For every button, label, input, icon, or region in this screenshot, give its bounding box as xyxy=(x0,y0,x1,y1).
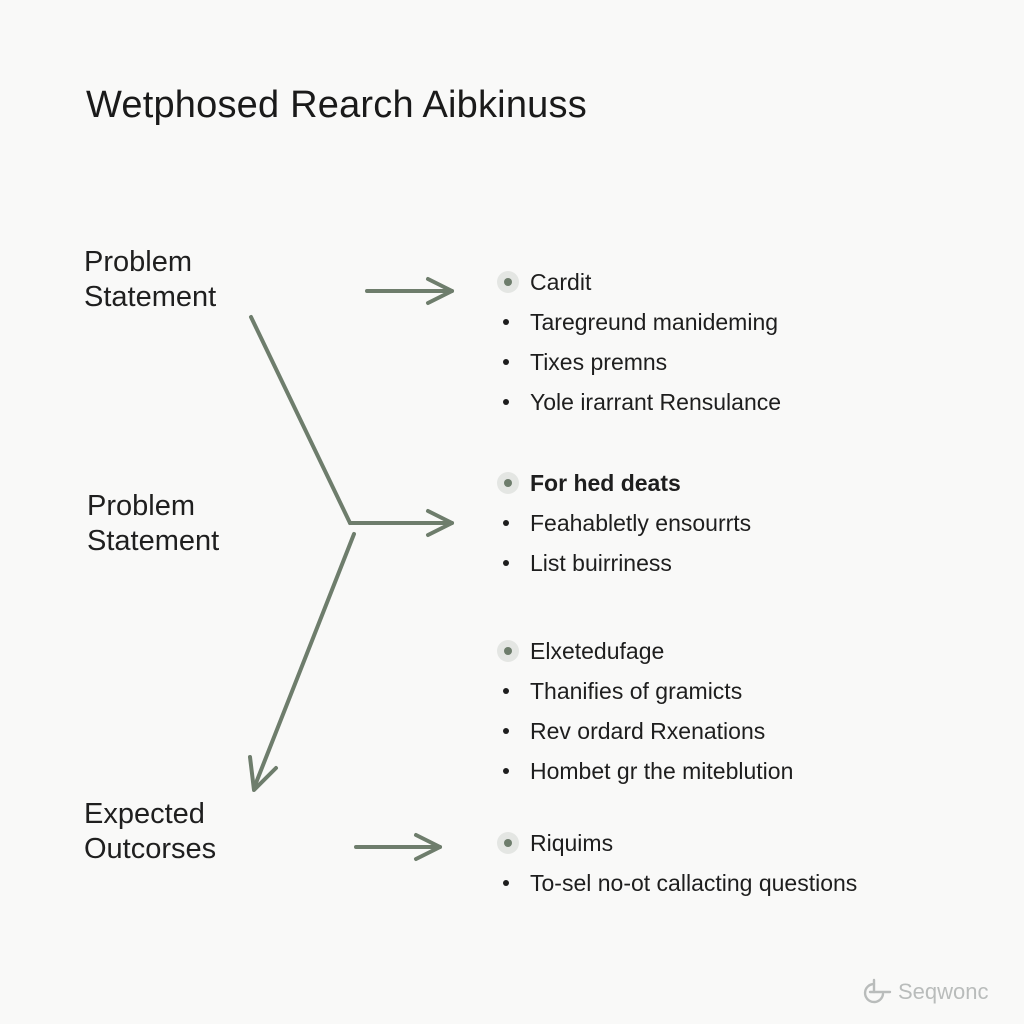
group-heading: Riquims xyxy=(496,823,996,863)
list-item: Feahabletly ensourrts xyxy=(496,503,996,543)
ring-dot-icon xyxy=(496,463,530,503)
list-item: Thanifies of gramicts xyxy=(496,671,996,711)
list-item-text: List buirriness xyxy=(530,549,672,576)
list-item: Hombet gr the miteblution xyxy=(496,751,996,791)
list-item-text: Hombet gr the miteblution xyxy=(530,757,794,784)
list-item: Yole irarrant Rensulance xyxy=(496,382,996,422)
watermark: Seqwonc xyxy=(860,978,989,1006)
bullet-icon xyxy=(496,342,530,382)
stage-label-line: Expected xyxy=(84,798,205,830)
ring-dot-icon xyxy=(496,262,530,302)
list-item-text: Taregreund manideming xyxy=(530,308,779,335)
ring-dot-icon xyxy=(496,631,530,671)
stage-label-line: Outcorses xyxy=(84,833,217,865)
stage-label-expected-outcomes: Expected Outcorses xyxy=(84,797,216,867)
group-heading: For hed deats xyxy=(496,463,996,503)
bullet-group-2: For hed deats Feahabletly ensourrts List… xyxy=(496,463,996,583)
arrow-head-1 xyxy=(426,277,454,305)
bullet-icon xyxy=(496,543,530,583)
diagram-title: Wetphosed Rearch Aibkinuss xyxy=(86,84,587,126)
stage-label-problem-statement-2: Problem Statement xyxy=(87,489,219,559)
bullet-icon xyxy=(496,863,530,903)
branch-arrow-head xyxy=(248,755,278,792)
arrow-head-2 xyxy=(426,509,454,537)
bullet-icon xyxy=(496,382,530,422)
bullet-group-1: Cardit Taregreund manideming Tixes premn… xyxy=(496,262,996,422)
stage-label-line: Statement xyxy=(84,281,217,313)
list-item-text: Thanifies of gramicts xyxy=(530,677,743,704)
stage-label-line: Problem xyxy=(84,246,192,278)
group-heading-text: Cardit xyxy=(530,268,592,295)
list-item-text: Tixes premns xyxy=(530,348,668,375)
bullet-icon xyxy=(496,751,530,791)
list-item: List buirriness xyxy=(496,543,996,583)
bullet-icon xyxy=(496,671,530,711)
branch-line-lower xyxy=(252,532,356,790)
group-heading-text: Riquims xyxy=(530,829,614,856)
stage-label-line: Statement xyxy=(87,525,220,557)
bullet-icon xyxy=(496,711,530,751)
list-item-text: Feahabletly ensourrts xyxy=(530,509,752,536)
logo-icon xyxy=(863,978,892,1004)
group-heading: Elxetedufage xyxy=(496,631,996,671)
stage-label-problem-statement-1: Problem Statement xyxy=(84,245,216,315)
list-item: To-sel no-ot callacting questions xyxy=(496,863,996,903)
stage-label-line: Problem xyxy=(87,490,195,522)
branch-line-upper xyxy=(249,315,352,525)
group-heading-text: For hed deats xyxy=(530,469,681,496)
bullet-icon xyxy=(496,503,530,543)
list-item: Taregreund manideming xyxy=(496,302,996,342)
ring-dot-icon xyxy=(496,823,530,863)
arrow-head-3 xyxy=(414,833,442,861)
watermark-text: Seqwonc xyxy=(898,979,989,1004)
list-item: Rev ordard Rxenations xyxy=(496,711,996,751)
group-heading-text: Elxetedufage xyxy=(530,637,665,664)
bullet-icon xyxy=(496,302,530,342)
list-item-text: Yole irarrant Rensulance xyxy=(530,388,782,415)
list-item-text: To-sel no-ot callacting questions xyxy=(530,869,858,896)
bullet-group-3: Elxetedufage Thanifies of gramicts Rev o… xyxy=(496,631,996,791)
group-heading: Cardit xyxy=(496,262,996,302)
list-item: Tixes premns xyxy=(496,342,996,382)
bullet-group-4: Riquims To-sel no-ot callacting question… xyxy=(496,823,996,903)
list-item-text: Rev ordard Rxenations xyxy=(530,717,766,744)
